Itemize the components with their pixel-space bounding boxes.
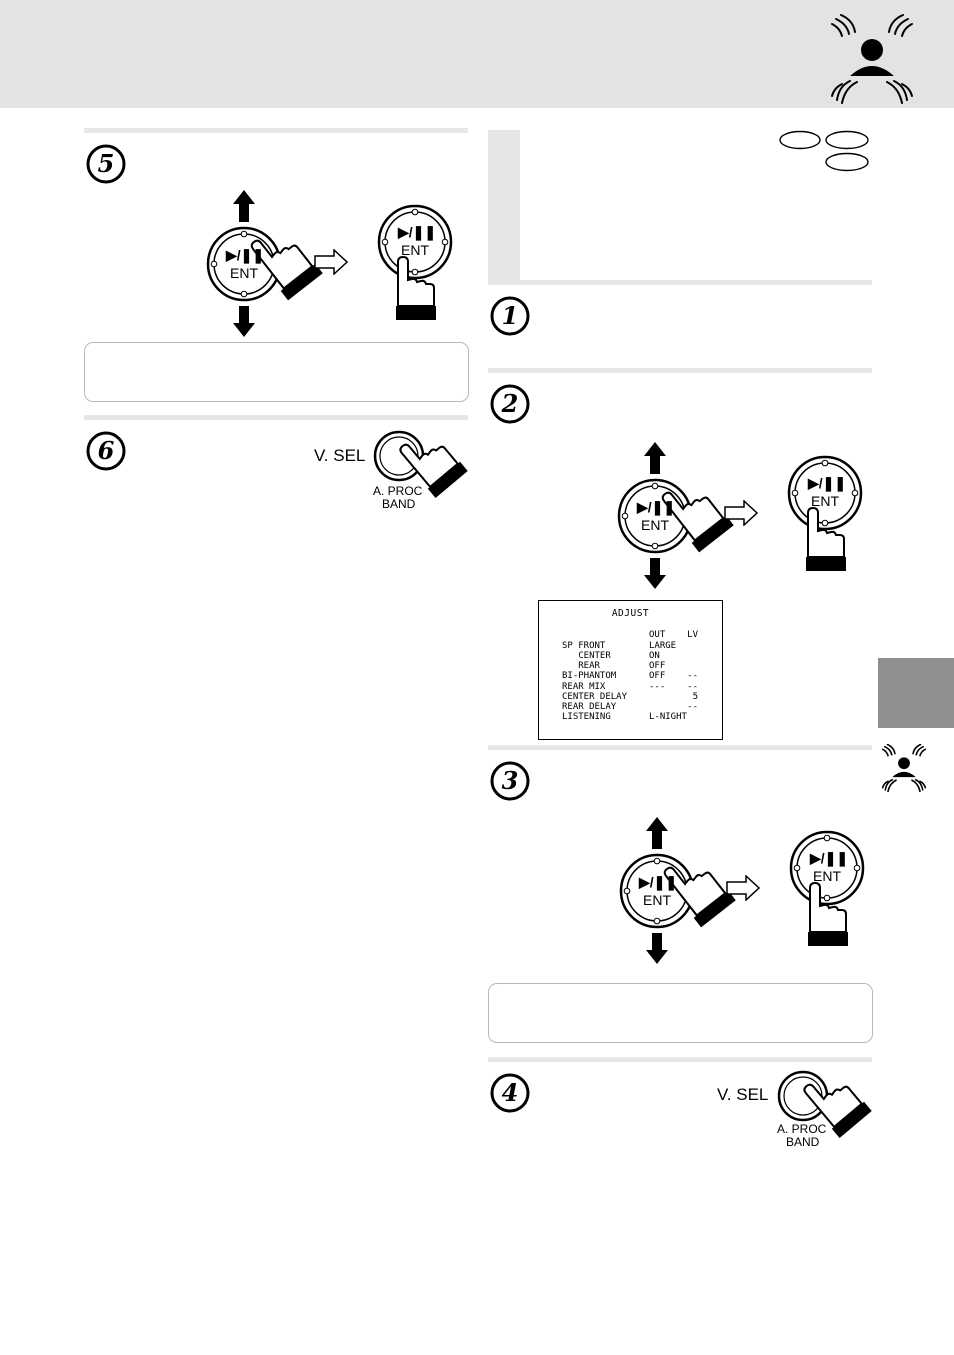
note-box xyxy=(488,983,873,1043)
play-pause-label: ▶/❚❚ xyxy=(226,247,265,263)
step-number: 1 xyxy=(490,296,530,336)
section-rule xyxy=(488,368,872,373)
outline-arrow-icon xyxy=(726,875,760,901)
vsel-label: V. SEL xyxy=(314,446,366,465)
ent-label: ENT xyxy=(230,265,258,281)
step-number: 3 xyxy=(490,761,530,801)
section-rule xyxy=(488,745,872,750)
osd-header-row: OUT LV xyxy=(539,630,722,641)
play-pause-label: ▶/❚❚ xyxy=(808,475,847,491)
outline-arrow-icon xyxy=(724,500,758,526)
controller-pressed[interactable] xyxy=(788,830,866,948)
ent-label: ENT xyxy=(643,892,671,908)
aproc-label: A. PROC xyxy=(777,1122,827,1136)
svg-text:2: 2 xyxy=(501,389,519,418)
controller-pressed[interactable] xyxy=(786,455,864,573)
osd-row: REAR DELAY-- xyxy=(562,701,698,712)
step-number: 5 xyxy=(86,144,126,184)
multi-controller[interactable] xyxy=(617,817,743,965)
listener-speakers-icon xyxy=(826,14,918,104)
outline-arrow-icon xyxy=(314,249,348,275)
svg-text:5: 5 xyxy=(98,149,115,178)
play-pause-label: ▶/❚❚ xyxy=(398,224,437,240)
controller-pressed[interactable] xyxy=(376,204,454,322)
section-rule xyxy=(84,128,468,133)
header-band xyxy=(0,0,954,108)
play-pause-label: ▶/❚❚ xyxy=(639,874,678,890)
svg-text:1: 1 xyxy=(502,301,519,330)
step-number: 6 xyxy=(86,431,126,471)
section-side-tab xyxy=(878,658,954,728)
osd-row: REAR MIX----- xyxy=(562,681,698,692)
step-number: 4 xyxy=(490,1073,530,1113)
svg-text:6: 6 xyxy=(98,436,115,465)
osd-lv-header: LV xyxy=(687,630,698,640)
ent-label: ENT xyxy=(401,242,429,258)
ent-label: ENT xyxy=(811,493,839,509)
svg-text:4: 4 xyxy=(502,1078,519,1107)
band-label: BAND xyxy=(382,497,416,511)
section-rule xyxy=(84,415,468,420)
mode-indicator-ovals xyxy=(778,130,872,174)
osd-out-header: OUT xyxy=(649,630,666,640)
osd-title: ADJUST xyxy=(611,608,650,619)
vsel-label: V. SEL xyxy=(717,1085,769,1104)
svg-text:3: 3 xyxy=(502,766,519,795)
multi-controller[interactable] xyxy=(204,190,330,338)
section-header-bar xyxy=(488,130,520,282)
play-pause-label: ▶/❚❚ xyxy=(637,499,676,515)
note-box xyxy=(84,342,469,402)
vsel-knob[interactable] xyxy=(776,1070,872,1150)
play-pause-label: ▶/❚❚ xyxy=(810,850,849,866)
section-rule xyxy=(488,1057,872,1062)
ent-label: ENT xyxy=(813,868,841,884)
step-number: 2 xyxy=(490,384,530,424)
listener-speakers-small-icon xyxy=(879,744,929,792)
section-rule xyxy=(488,280,872,285)
ent-label: ENT xyxy=(641,517,669,533)
aproc-label: A. PROC xyxy=(373,484,423,498)
band-label: BAND xyxy=(786,1135,820,1149)
vsel-knob[interactable] xyxy=(372,430,468,510)
multi-controller[interactable] xyxy=(615,442,741,590)
